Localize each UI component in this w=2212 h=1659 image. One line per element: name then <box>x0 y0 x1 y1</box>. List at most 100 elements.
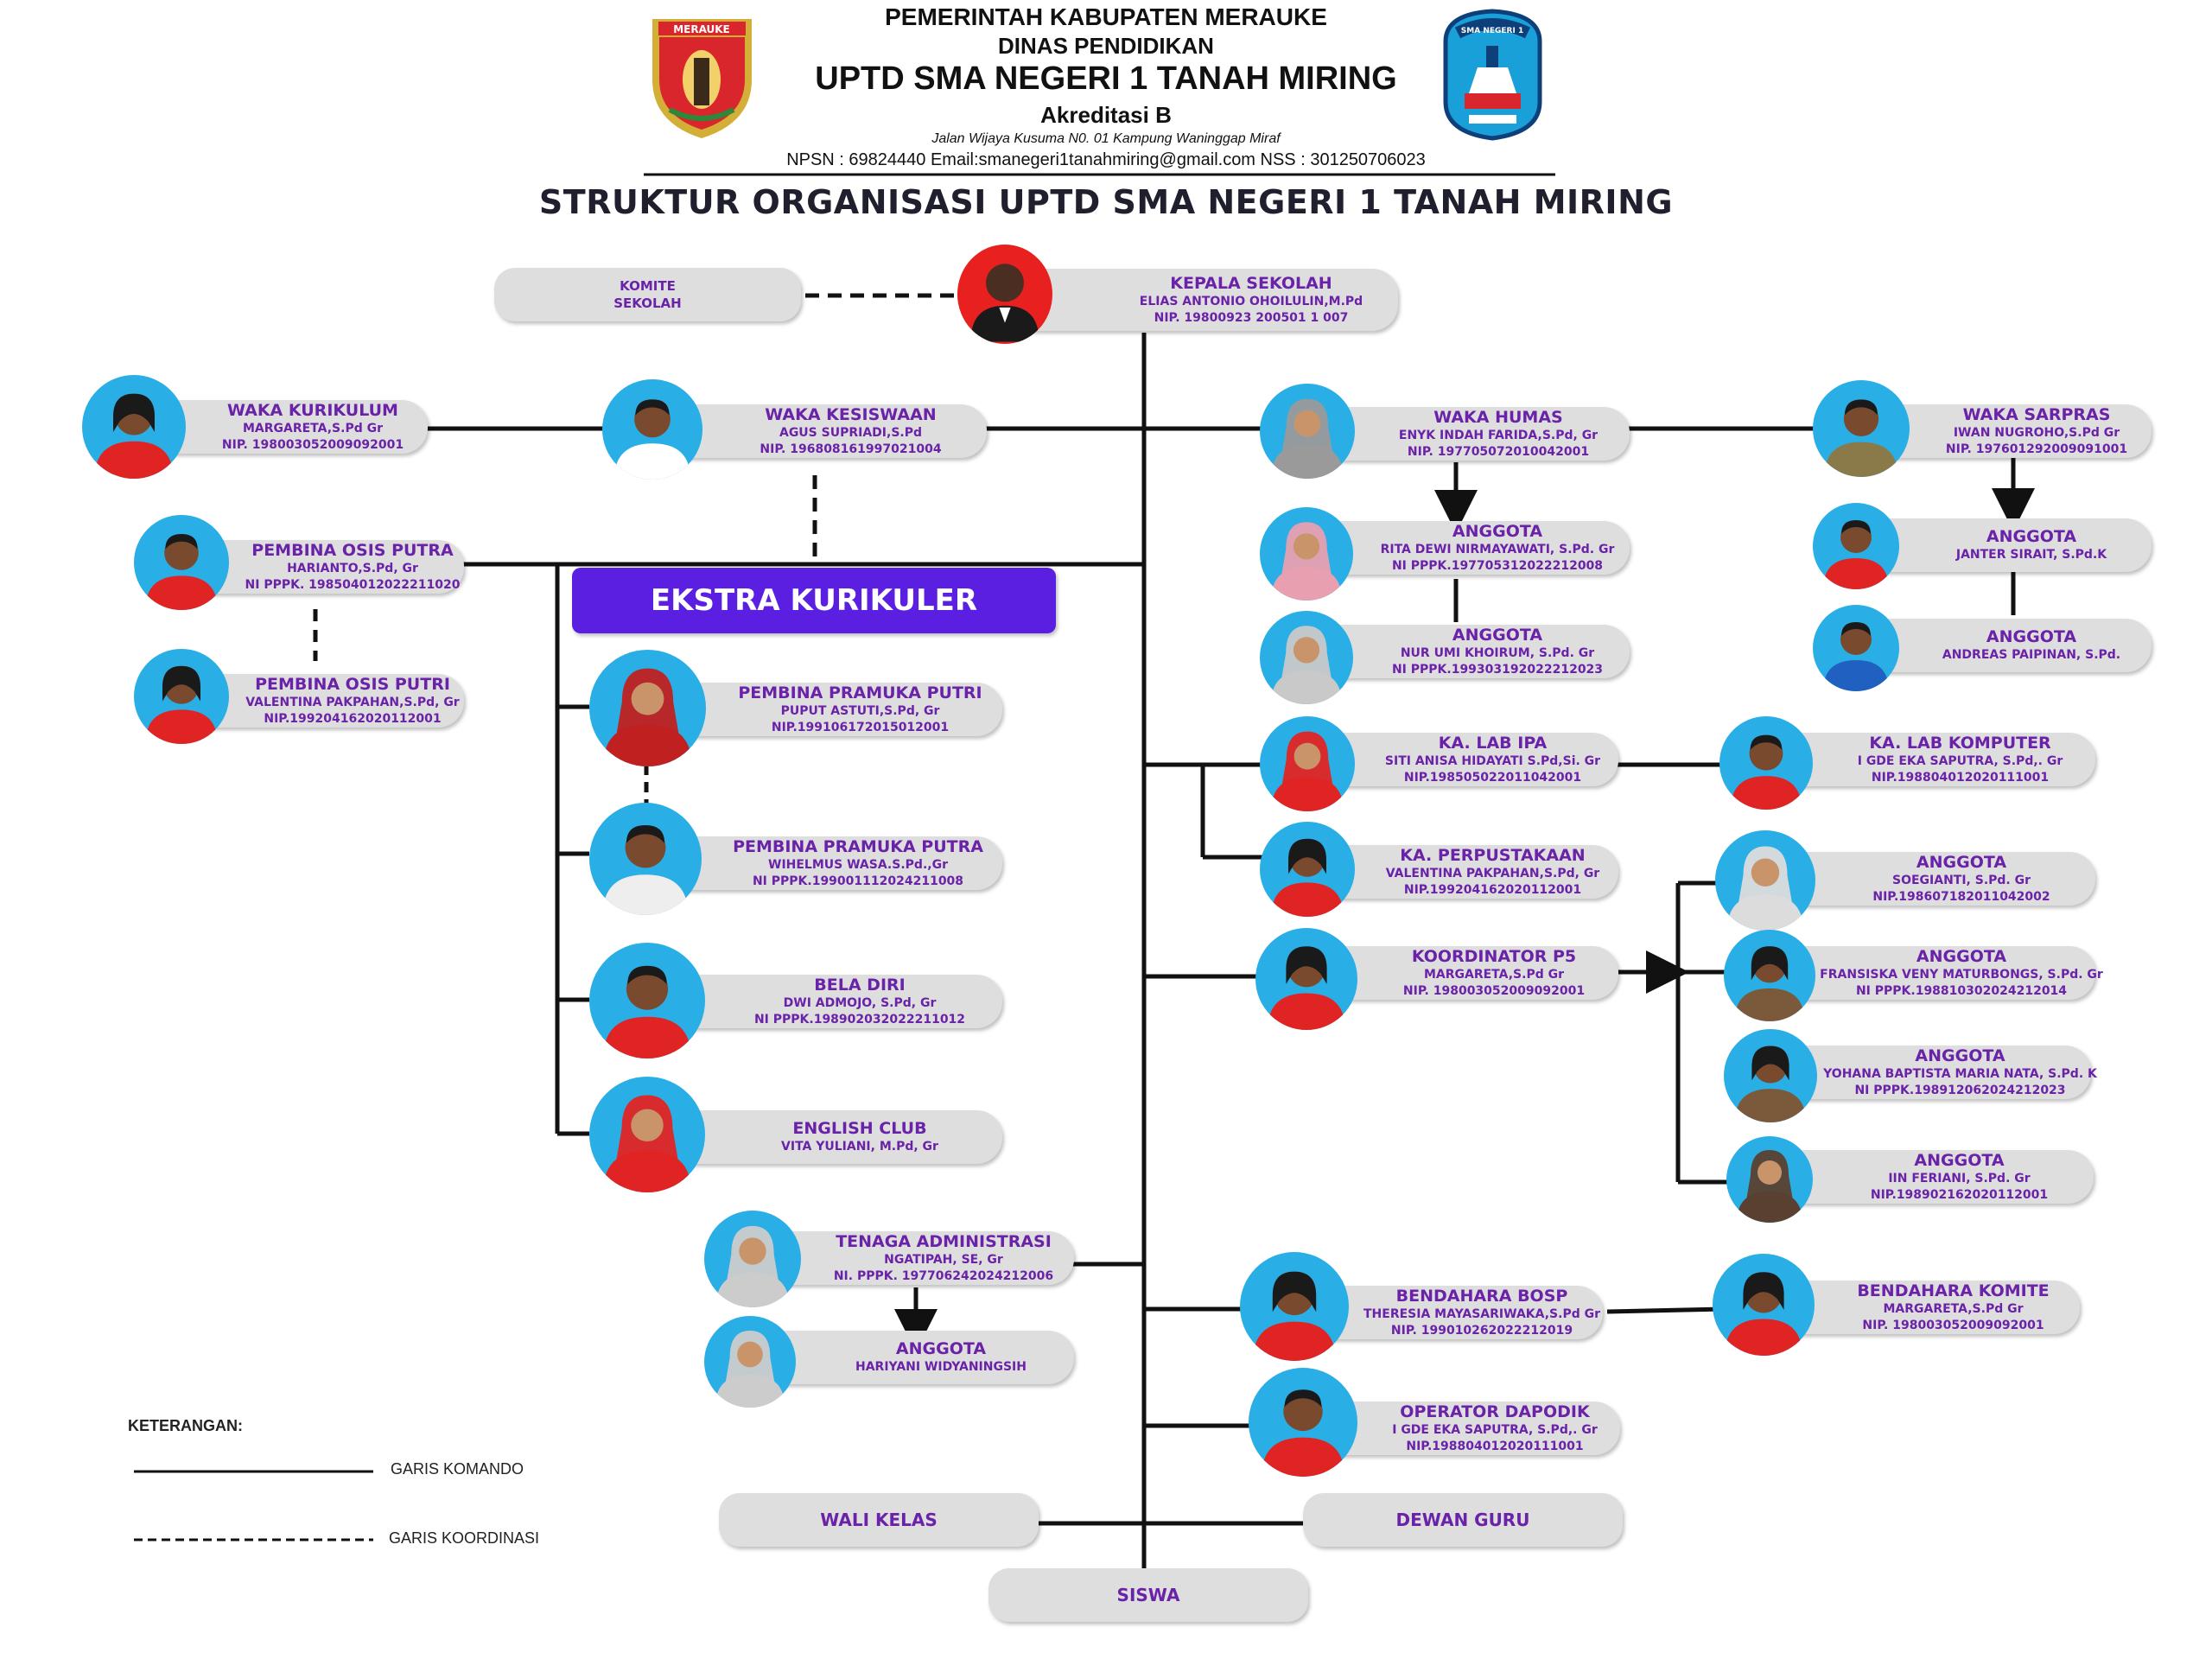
pembina-osis-putra-name: HARIANTO,S.Pd, Gr <box>287 561 418 575</box>
left-logo-text: MERAUKE <box>673 23 730 35</box>
right-logo-text: SMA NEGERI 1 <box>1461 27 1523 35</box>
bendahara-komite-nip: NIP. 198003052009092001 <box>1862 1318 2044 1332</box>
waka-kesiswaan-name: AGUS SUPRIADI,S.Pd <box>779 425 923 440</box>
legend-solid-label: GARIS KOMANDO <box>391 1460 524 1478</box>
waka-sarpras-photo-avatar <box>1813 380 1910 477</box>
p5-anggota-3-name: YOHANA BAPTISTA MARIA NATA, S.Pd. K <box>1823 1066 2097 1081</box>
waka-humas-nip: NIP. 197705072010042001 <box>1407 444 1590 459</box>
perpustakaan-nip: NIP.199204162020112001 <box>1403 882 1582 897</box>
ekstra-kurikuler-banner: EKSTRA KURIKULER <box>572 568 1056 633</box>
p5-anggota-3-nip: NI PPPK.198912062024212023 <box>1854 1083 2066 1097</box>
waka-kurikulum-role: WAKA KURIKULUM <box>227 400 398 420</box>
admin-anggota-name: HARIYANI WIDYANINGSIH <box>855 1360 1027 1374</box>
dewan-guru-box: DEWAN GURU <box>1303 1493 1623 1547</box>
perpustakaan-name: VALENTINA PAKPAHAN,S.Pd, Gr <box>1385 866 1600 880</box>
pembina-osis-putri-role: PEMBINA OSIS PUTRI <box>255 674 450 694</box>
p5-anggota-2-photo-avatar <box>1724 930 1815 1021</box>
header-line-4: Akreditasi B <box>1040 102 1172 128</box>
anggota-humas-1-role: ANGGOTA <box>1452 521 1543 541</box>
anggota-humas-2-role: ANGGOTA <box>1452 625 1543 645</box>
pramuka-putra-photo-avatar <box>589 803 702 915</box>
pramuka-putri-name: PUPUT ASTUTI,S.Pd, Gr <box>780 703 940 718</box>
legend-dashed-label: GARIS KOORDINASI <box>389 1529 540 1547</box>
kepala-sekolah-pill: KEPALA SEKOLAH ELIAS ANTONIO OHOILULIN,M… <box>1009 269 1398 331</box>
bendahara-bosp-role: BENDAHARA BOSP <box>1395 1286 1568 1306</box>
header-line-1: PEMERINTAH KABUPATEN MERAUKE <box>885 3 1327 30</box>
koordinator-p5-photo-avatar <box>1255 928 1357 1030</box>
pembina-osis-putri-nip: NIP.199204162020112001 <box>264 711 442 726</box>
kepala-nip: NIP. 19800923 200501 1 007 <box>1154 310 1349 325</box>
anggota-humas-1-name: RITA DEWI NIRMAYAWATI, S.Pd. Gr <box>1380 542 1615 556</box>
pramuka-putri-photo-avatar <box>589 650 706 766</box>
anggota-humas-2-nip: NI PPPK.199303192022212023 <box>1391 662 1604 677</box>
koordinator-p5-name: MARGARETA,S.Pd Gr <box>1423 967 1565 982</box>
pramuka-putri-nip: NIP.199106172015012001 <box>771 720 950 734</box>
waka-sarpras-name: IWAN NUGROHO,S.Pd Gr <box>1953 425 2120 440</box>
waka-sarpras-role: WAKA SARPRAS <box>1962 404 2111 424</box>
header-line-2: DINAS PENDIDIKAN <box>998 33 1214 59</box>
p5-anggota-1-photo-avatar <box>1715 830 1815 931</box>
anggota-sarpras-2-photo-avatar <box>1813 605 1899 691</box>
anggota-sarpras-1-name: JANTER SIRAIT, S.Pd.K <box>1955 548 2107 562</box>
wali-kelas-box: WALI KELAS <box>719 1493 1039 1547</box>
pembina-osis-putra-nip: NI PPPK. 198504012022211020 <box>245 577 461 592</box>
header-address: Jalan Wijaya Kusuma N0. 01 Kampung Wanin… <box>931 131 1281 146</box>
operator-dapodik-name: I GDE EKA SAPUTRA, S.Pd,. Gr <box>1392 1422 1598 1437</box>
operator-dapodik-role: OPERATOR DAPODIK <box>1400 1402 1590 1421</box>
bendahara-bosp-name: THERESIA MAYASARIWAKA,S.Pd Gr <box>1363 1306 1600 1321</box>
tenaga-admin-nip: NI. PPPK. 197706242024212006 <box>833 1268 1054 1283</box>
p5-anggota-1-role: ANGGOTA <box>1916 852 2007 872</box>
kepala-name: ELIAS ANTONIO OHOILULIN,M.Pd <box>1139 294 1363 308</box>
waka-kurikulum-name: MARGARETA,S.Pd Gr <box>242 421 384 435</box>
p5-anggota-4-photo-avatar <box>1726 1136 1813 1223</box>
koordinator-p5-role: KOORDINATOR P5 <box>1411 946 1577 966</box>
merauke-emblem-logo: MERAUKE <box>644 10 760 140</box>
english-club-role: ENGLISH CLUB <box>792 1119 927 1138</box>
header-contact: NPSN : 69824440 Email:smanegeri1tanahmir… <box>786 150 1426 169</box>
anggota-humas-1-photo-avatar <box>1260 507 1353 601</box>
bendahara-bosp-photo-avatar <box>1240 1252 1349 1361</box>
waka-kesiswaan-photo-avatar <box>602 379 702 480</box>
anggota-sarpras-2-role: ANGGOTA <box>1986 627 2077 646</box>
waka-kesiswaan-role: WAKA KESISWAAN <box>765 404 937 424</box>
waka-humas-role: WAKA HUMAS <box>1433 407 1563 427</box>
lab-ipa-name: SITI ANISA HIDAYATI S.Pd,Si. Gr <box>1384 753 1601 768</box>
admin-anggota-photo-avatar <box>704 1316 796 1408</box>
waka-kesiswaan-nip: NIP. 196808161997021004 <box>760 442 942 456</box>
lab-ipa-role: KA. LAB IPA <box>1438 733 1548 753</box>
waka-humas-name: ENYK INDAH FARIDA,S.Pd, Gr <box>1398 428 1599 442</box>
kepala-photo-avatar <box>957 245 1052 344</box>
pembina-osis-putri-name: VALENTINA PAKPAHAN,S.Pd, Gr <box>245 695 460 709</box>
bela-diri-role: BELA DIRI <box>814 975 906 995</box>
koordinator-p5-nip: NIP. 198003052009092001 <box>1402 983 1586 998</box>
